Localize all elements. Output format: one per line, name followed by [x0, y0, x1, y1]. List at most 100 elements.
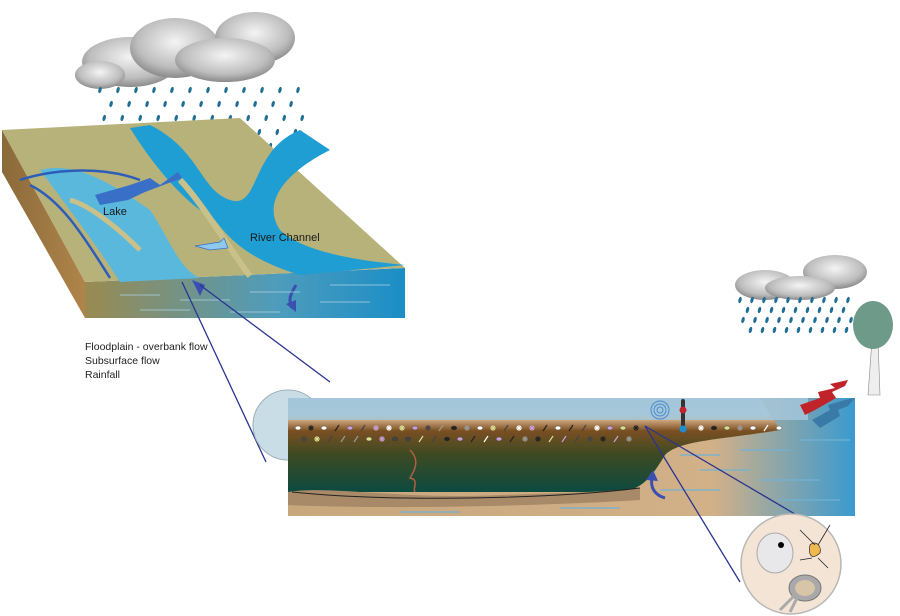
organism-mark: [379, 436, 385, 442]
rain-drop: [138, 114, 142, 122]
legend-item-subsurface: Subsurface flow: [85, 355, 160, 367]
organism-mark: [737, 425, 743, 431]
tree-icon: [853, 301, 893, 396]
rain-drop: [271, 100, 275, 108]
organism-mark: [594, 425, 600, 431]
organism-mark: [334, 424, 340, 432]
rain-drop: [762, 296, 766, 304]
rain-drop: [127, 100, 131, 108]
rain-drop: [808, 326, 813, 334]
rain-drop: [242, 86, 246, 94]
organism-mark: [600, 436, 606, 442]
rain-drop: [813, 316, 817, 324]
ripple-icon: [650, 400, 670, 420]
organisms-layer: [295, 424, 783, 443]
organism-mark: [295, 425, 302, 431]
organism-mark: [548, 435, 554, 443]
organism-mark: [347, 425, 354, 431]
organism-mark: [399, 425, 405, 431]
lake-cross-section: [288, 380, 855, 516]
rain-drop: [781, 306, 786, 314]
organism-mark: [516, 425, 522, 431]
rain-drop: [765, 316, 769, 324]
organism-mark: [431, 435, 437, 443]
organism-mark: [535, 436, 541, 442]
organism-mark: [444, 436, 451, 442]
organism-mark: [490, 425, 496, 431]
legend-item-rainfall: Rainfall: [85, 369, 121, 381]
organism-mark: [587, 436, 593, 442]
rain-drop: [264, 114, 268, 122]
organism-mark: [477, 425, 484, 431]
rain-drop: [98, 86, 102, 94]
rain-drop: [181, 100, 185, 108]
river-channel-label: River Channel: [250, 232, 320, 244]
rain-drop: [748, 326, 753, 334]
rain-drop: [741, 316, 745, 324]
rain-drop: [841, 306, 846, 314]
organism-mark: [750, 425, 757, 431]
organism-mark: [321, 425, 328, 431]
rain-drop: [120, 114, 124, 122]
organism-mark: [392, 436, 399, 442]
organism-mark: [620, 425, 627, 431]
organism-mark: [542, 424, 548, 432]
organism-mark: [763, 424, 769, 432]
organism-mark: [470, 435, 476, 443]
organism-mark: [366, 436, 373, 442]
cool-arrow-icon: [812, 398, 855, 428]
rain-drop: [163, 100, 167, 108]
pointer-line: [199, 284, 331, 383]
spiral-flow-icon: [408, 449, 417, 493]
organism-mark: [529, 425, 535, 431]
rain-drop: [296, 86, 300, 94]
rain-drop: [300, 114, 304, 122]
organism-mark: [353, 435, 359, 443]
organism-mark: [503, 424, 509, 432]
organism-mark: [360, 424, 366, 432]
rain-drop: [289, 100, 293, 108]
organism-mark: [607, 425, 614, 431]
rain-drops: [738, 296, 853, 334]
rain-drop: [786, 296, 790, 304]
organism-mark: [412, 425, 419, 431]
rain-drop: [278, 86, 282, 94]
rain-drop: [769, 306, 774, 314]
organism-mark: [555, 425, 562, 431]
rain-drop: [810, 296, 814, 304]
rain-drop: [145, 100, 149, 108]
rain-drop: [837, 316, 841, 324]
organism-mark: [451, 425, 458, 431]
rain-drop: [760, 326, 765, 334]
thermometer-icon: [679, 399, 687, 433]
organism-mark: [561, 435, 567, 443]
rain-drop: [834, 296, 838, 304]
rain-drop: [793, 306, 798, 314]
rain-drop: [774, 296, 778, 304]
rain-drop: [750, 296, 754, 304]
rain-drop: [206, 86, 210, 94]
rain-drop: [789, 316, 793, 324]
organism-mark: [613, 435, 619, 443]
heat-arrow-icon: [800, 380, 848, 415]
organism-mark: [464, 425, 470, 431]
organism-mark: [522, 436, 528, 442]
rain-drop: [199, 100, 203, 108]
rain-drop: [829, 306, 834, 314]
organisms-magnifier: [740, 513, 842, 615]
organism-mark: [574, 435, 580, 443]
rain-drop: [174, 114, 178, 122]
organism-mark: [457, 436, 464, 442]
organism-mark: [626, 436, 632, 442]
rain-drop: [134, 86, 138, 94]
rain-drop: [235, 100, 239, 108]
legend: Floodplain - overbank flow Subsurface fl…: [85, 340, 208, 382]
rain-drop: [822, 296, 826, 304]
rain-drop: [844, 326, 849, 334]
rain-drop: [745, 306, 750, 314]
organism-mark: [496, 436, 503, 442]
rain-drop: [796, 326, 801, 334]
rain-drop: [825, 316, 829, 324]
